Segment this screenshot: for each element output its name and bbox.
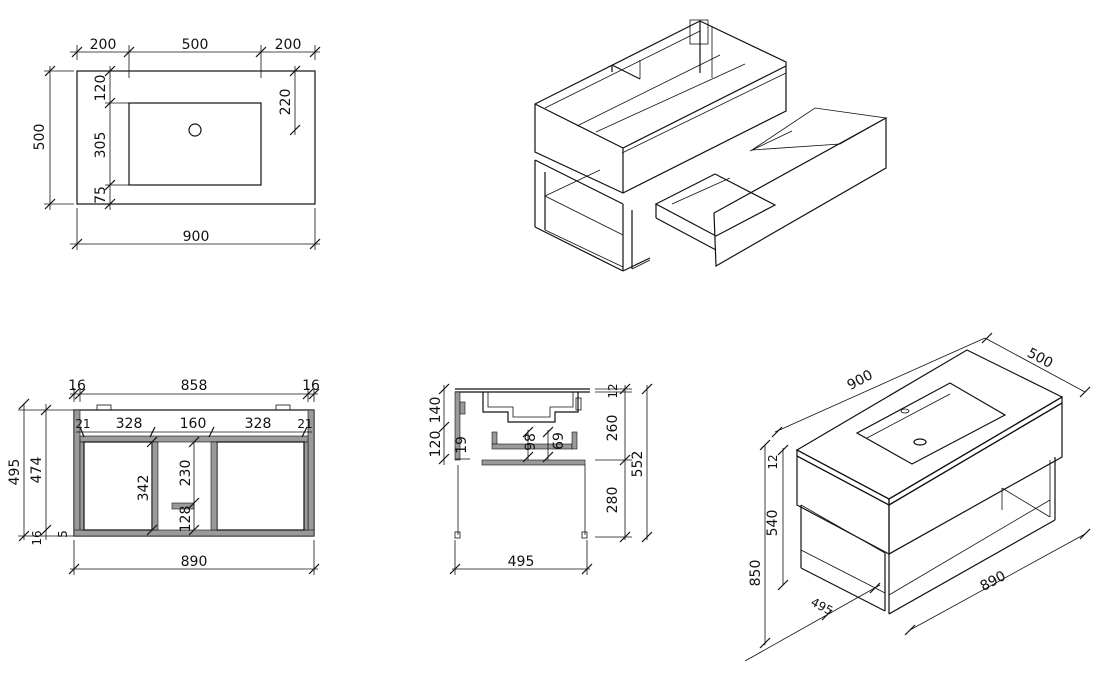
- dim-900-width: 900: [183, 229, 210, 245]
- dim-890: 890: [181, 554, 208, 570]
- dim-858: 858: [181, 378, 208, 394]
- iso-cabinet-open: [534, 19, 888, 272]
- top-view: 200 500 200 900 500 120 305 75 220: [32, 37, 321, 250]
- hinge-bracket: [689, 19, 709, 45]
- dim-890-iso: 890: [978, 568, 1009, 595]
- iso-basin: [855, 382, 1007, 465]
- dim-220: 220: [278, 89, 294, 116]
- basin-profile: [482, 392, 579, 423]
- dim-140: 140: [428, 397, 444, 424]
- basin-outline: [128, 102, 262, 186]
- dim-495-iso: 495: [808, 595, 835, 618]
- dim-75: 75: [93, 186, 109, 204]
- dim-495-depth: 495: [508, 554, 535, 570]
- dim-12: 12: [606, 383, 620, 398]
- dim-540-iso: 540: [765, 510, 781, 537]
- drawer-front: [713, 116, 887, 268]
- dim-328-right: 328: [245, 416, 272, 432]
- dim-16-right: 16: [302, 378, 320, 394]
- drain-hole: [188, 123, 202, 137]
- dim-200-left: 200: [90, 37, 117, 53]
- dim-160: 160: [180, 416, 207, 432]
- dim-305: 305: [93, 132, 109, 159]
- dim-200-right: 200: [275, 37, 302, 53]
- dim-342: 342: [136, 475, 152, 502]
- dim-120: 120: [93, 75, 109, 102]
- dim-495-height: 495: [7, 459, 23, 486]
- side-section: 140 120 19 98 69 12 260 280 552 495: [428, 383, 653, 575]
- dim-128: 128: [178, 506, 194, 533]
- dim-328-left: 328: [116, 416, 143, 432]
- dim-552: 552: [630, 451, 646, 478]
- dim-21-right: 21: [297, 417, 312, 431]
- dim-19: 19: [454, 436, 470, 454]
- dim-280: 280: [605, 487, 621, 514]
- countertop-outline: [76, 70, 316, 205]
- dim-900-iso: 900: [845, 367, 876, 394]
- dim-12-iso: 12: [766, 454, 780, 469]
- dim-21-left: 21: [75, 417, 90, 431]
- dim-500-depth: 500: [32, 124, 48, 151]
- dim-5-bottom: 5: [56, 530, 70, 538]
- dim-120-side: 120: [428, 431, 444, 458]
- dim-500-middle: 500: [182, 37, 209, 53]
- right-drawer-box: [216, 441, 305, 531]
- dim-98: 98: [523, 433, 539, 451]
- dim-16-bottom: 16: [30, 530, 44, 545]
- dim-230: 230: [178, 460, 194, 487]
- dim-260: 260: [605, 415, 621, 442]
- dim-16-left: 16: [68, 378, 86, 394]
- iso-cabinet-closed: 900 500 12 540 850 495 890: [744, 332, 1091, 662]
- front-section: 16 858 16 21 328 160 328 21 495 474 16 5…: [7, 378, 320, 575]
- dim-474: 474: [29, 457, 45, 484]
- dim-850-iso: 850: [748, 560, 764, 587]
- dim-69: 69: [551, 432, 567, 450]
